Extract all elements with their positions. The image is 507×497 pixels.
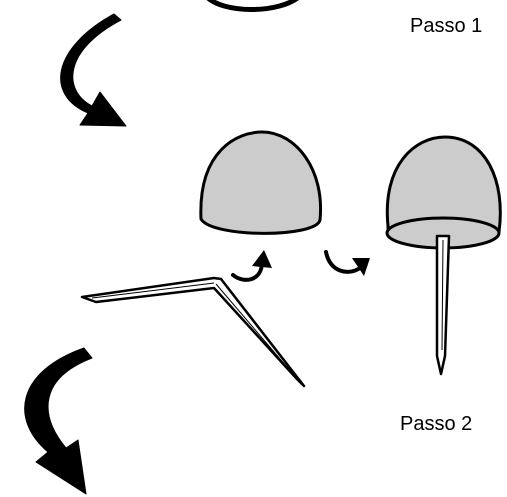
pin-shaft [435, 234, 451, 376]
small-curved-arrow-icon [231, 250, 272, 282]
bent-pin [80, 276, 306, 388]
cap-closed [199, 130, 323, 235]
cap-with-pin [385, 135, 502, 376]
small-curved-arrow-icon [324, 250, 370, 276]
previous-cap-outline [206, 0, 299, 12]
curved-arrow-down-icon [60, 13, 127, 127]
step-2-label: Passo 2 [400, 413, 473, 435]
curved-arrow-down-icon [24, 347, 93, 495]
step-1-label: Passo 1 [410, 15, 483, 37]
